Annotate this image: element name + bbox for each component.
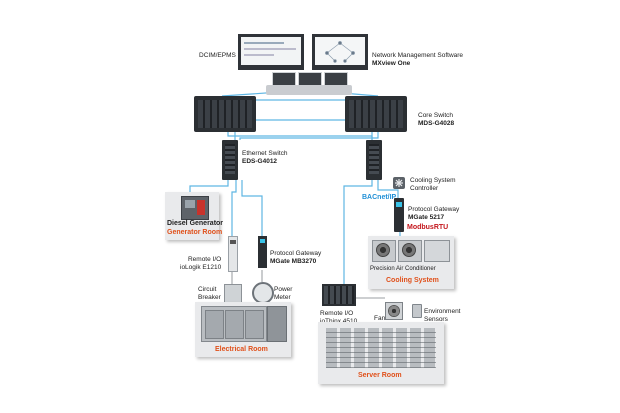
precision-ac-unit [372,240,450,262]
remote-io-1-label: Remote I/O ioLogik E1210 [180,256,222,271]
server-room: Server Room [318,322,444,384]
link-eth-generator [189,180,229,196]
protocol-gateway-1-label: Protocol Gateway MGate 5217 [408,206,460,221]
ethernet-switch-left [222,140,238,180]
console-desk [266,85,352,95]
precision-ac-label: Precision Air Conditioner [370,266,436,272]
link-eth2-gw1 [377,180,399,198]
circuit-breaker-icon [224,284,242,304]
ac-module-1 [372,240,396,262]
core-switch-label: Core Switch MDS-G4028 [418,112,455,127]
link-core-right-eth-cross [239,132,379,140]
nms-topology-icon [325,41,355,63]
modbus-label: ModbusRTU [407,224,449,231]
switchgear-cabinet [201,306,267,342]
switchgear-panel [267,306,287,342]
protocol-gateway-1 [394,198,404,232]
remote-io-2-label: Remote I/O ioThinx 4510 [320,310,357,325]
operator-console [266,72,352,98]
link-eth-gw2 [241,180,263,236]
cooling-room-title: Cooling System [386,277,439,284]
dcim-monitor [238,34,304,70]
diesel-generator-label: Diesel Generator [167,220,224,227]
fan-icon [385,302,403,320]
generator-room-title: Generator Room [167,229,223,236]
ac-module-3 [424,240,450,262]
core-switch-right [345,96,407,132]
link-eth-rio1 [231,180,237,236]
protocol-gateway-2 [258,236,267,268]
server-room-title: Server Room [358,372,402,379]
electrical-room-title: Electrical Room [215,346,268,353]
link-eth2-server [343,180,373,284]
ac-fan-icon [376,243,390,257]
power-meter-label: Power Meter [274,286,293,301]
circuit-breaker-label: Circuit Breaker [198,286,221,301]
ethernet-switch-right [366,140,382,180]
cooling-room: Precision Air Conditioner Cooling System [368,236,454,289]
remote-io-2 [322,284,356,306]
cooling-controller-icon [393,177,405,189]
core-switch-left [194,96,256,132]
diesel-generator-icon [181,196,209,220]
electrical-room: Electrical Room [195,302,291,357]
cooling-controller-label: Cooling System Controller [410,177,456,192]
environment-sensor-icon [412,304,422,318]
dcim-screen [241,37,301,65]
remote-io-1 [228,236,238,272]
power-meter-icon [252,282,274,304]
fan-label: Fan [374,315,386,322]
generator-room: Diesel Generator Generator Room [165,192,223,240]
ac-fan-icon [402,243,416,257]
nms-label: Network Management Software MXview One [372,52,464,67]
environment-sensor-label: Environment Sensors [424,308,461,323]
link-core-left-eth-cross [227,132,373,140]
ac-module-2 [398,240,422,262]
dcim-label: DCIM/EPMS [199,52,236,59]
nms-monitor [312,34,368,70]
protocol-gateway-2-label: Protocol Gateway MGate MB3270 [270,250,322,265]
bacnet-label: BACnet/IP [362,194,397,201]
ethernet-switch-label: Ethernet Switch EDS-G4012 [242,150,288,165]
